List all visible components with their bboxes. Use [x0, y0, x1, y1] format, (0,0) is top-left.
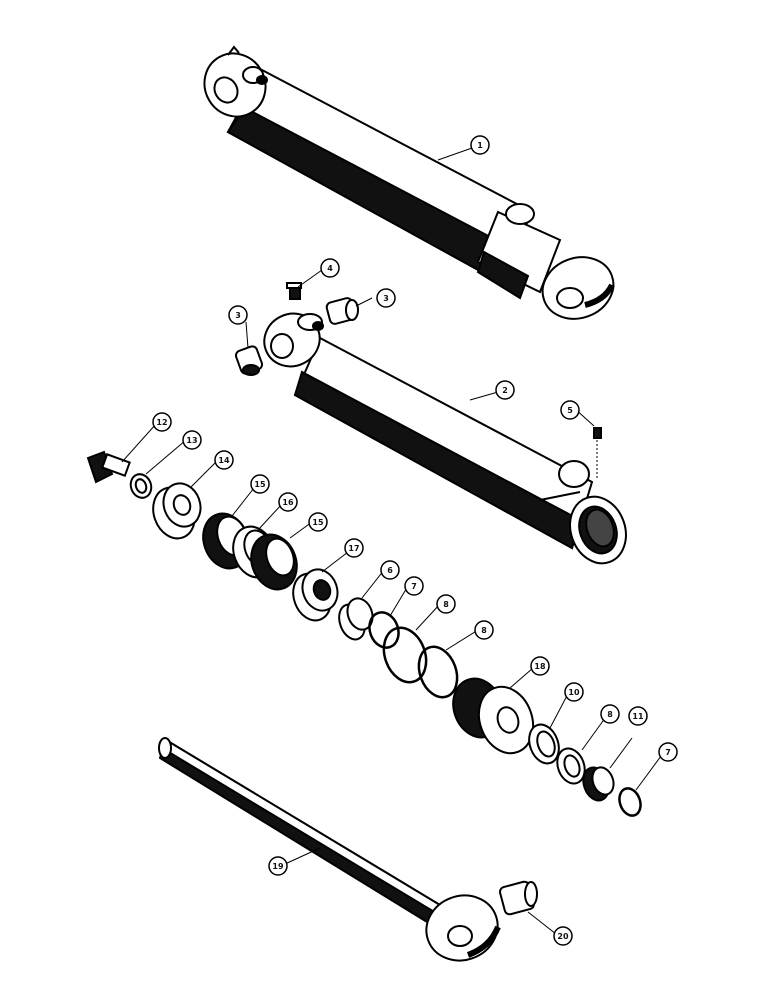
- callout-label-wear-ring: 16: [282, 498, 294, 507]
- callout-label-assembled-cylinder: 1: [477, 141, 483, 150]
- piston-rod: [158, 737, 501, 962]
- callout-label-washer: 13: [186, 436, 197, 445]
- gland-ring: [528, 723, 560, 765]
- leader-lines: [121, 147, 665, 935]
- callout-circle-cylinder-barrel: [495, 380, 515, 400]
- callout-circle-backup-ring: [436, 594, 456, 614]
- callout-circle-assembled-cylinder: [470, 135, 490, 155]
- callout-circle-rod-bushing: [553, 926, 573, 946]
- callout-label-o-ring-large: 8: [481, 626, 487, 635]
- callout-label-piston-seal-2: 15: [312, 518, 324, 527]
- callout-label-wiper-gland: 6: [387, 566, 393, 575]
- callout-label-o-ring: 7: [411, 582, 417, 591]
- callout-label-gland-ring: 10: [568, 688, 580, 697]
- callout-label-rod-bushing: 20: [557, 932, 569, 941]
- callout-label-piston-seal: 15: [254, 480, 266, 489]
- callout-circle-piston-rod: [268, 856, 288, 876]
- callout-label-piston-cap: 14: [218, 456, 230, 465]
- callout-circle-piston-seal-2: [308, 512, 328, 532]
- callout-circle-rod-guide: [530, 656, 550, 676]
- callout-label-piston-rod: 19: [272, 862, 284, 871]
- callout-label-bushing-left: 3: [235, 311, 241, 320]
- callout-label-set-screw: 5: [567, 406, 573, 415]
- callout-circle-o-ring: [404, 576, 424, 596]
- callout-label-o-ring-small: 7: [665, 748, 671, 757]
- set-screw: [593, 427, 602, 480]
- callout-circle-gland-ring: [564, 682, 584, 702]
- piston-cap: [152, 482, 202, 540]
- bolt: [86, 450, 131, 484]
- callout-circle-rod-wiper: [600, 704, 620, 724]
- rod-bushing: [499, 880, 538, 916]
- callout-circle-washer: [182, 430, 202, 450]
- o-ring: [368, 611, 400, 649]
- callout-circle-set-screw: [560, 400, 580, 420]
- washer: [129, 473, 153, 499]
- callout-circle-piston-cap: [214, 450, 234, 470]
- callout-circle-bushing-right: [376, 288, 396, 308]
- callout-label-cylinder-barrel: 2: [502, 386, 508, 395]
- callout-circle-bushing-left: [228, 305, 248, 325]
- wiper-gland: [338, 597, 374, 641]
- bushing-left: [234, 345, 264, 376]
- callout-circle-o-ring-small: [658, 742, 678, 762]
- callout-label-bushing-right: 3: [383, 294, 389, 303]
- callout-circle-o-ring-large: [474, 620, 494, 640]
- callout-circle-wiper-gland: [380, 560, 400, 580]
- o-ring-small: [618, 787, 642, 817]
- callout-circle-wear-ring: [278, 492, 298, 512]
- backup-ring: [382, 626, 428, 684]
- cylinder-barrel: [263, 312, 627, 565]
- callout-circle-piston-seal: [250, 474, 270, 494]
- callout-label-piston: 17: [348, 544, 359, 553]
- piston-seal-2: [250, 533, 298, 591]
- o-ring-large: [417, 645, 459, 699]
- bushing-right: [325, 297, 359, 325]
- callout-label-grease-fitting: 4: [327, 264, 333, 273]
- callout-label-backup-ring: 8: [443, 600, 449, 609]
- callout-circle-piston: [344, 538, 364, 558]
- callout-circle-bolt: [152, 412, 172, 432]
- rod-guide: [452, 677, 535, 755]
- callout-label-rod-wiper: 8: [607, 710, 613, 719]
- callout-circle-grease-fitting: [320, 258, 340, 278]
- grease-fitting: [286, 282, 302, 300]
- backup-washer: [556, 747, 586, 785]
- rod-wiper: [582, 766, 615, 802]
- callout-label-bolt: 12: [156, 418, 167, 427]
- piston: [292, 568, 339, 622]
- callout-label-backup-washer: 11: [632, 712, 644, 721]
- callout-label-rod-guide: 18: [534, 662, 546, 671]
- callout-circle-backup-washer: [628, 706, 648, 726]
- assembled-cylinder: [203, 45, 615, 320]
